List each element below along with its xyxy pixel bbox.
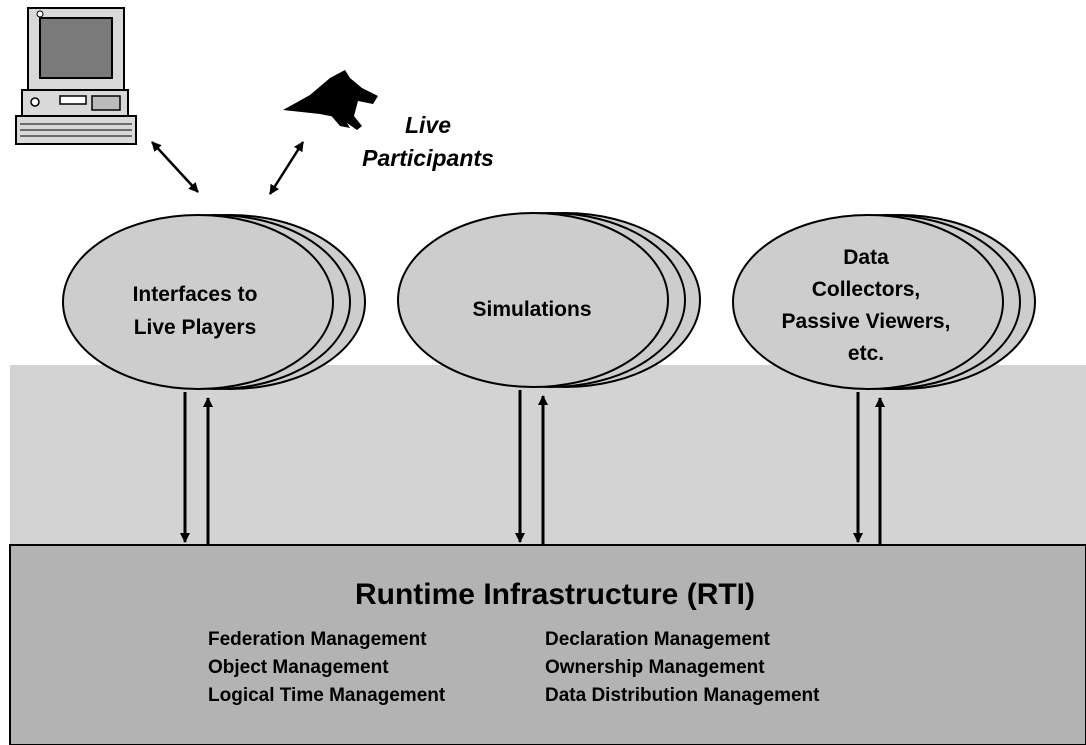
service-logical-time-management: Logical Time Management xyxy=(208,685,446,706)
rti-box: Runtime Infrastructure (RTI) Federation … xyxy=(9,544,1086,745)
federate-label-line: Simulations xyxy=(472,298,591,321)
federate-label-line: Live Players xyxy=(134,316,257,339)
federate-collectors: Data Collectors, Passive Viewers, etc. xyxy=(732,214,1036,390)
rti-connector-arrows xyxy=(180,390,885,545)
jet-aircraft-icon xyxy=(283,70,378,130)
federate-label-line: Data xyxy=(843,246,889,269)
computer-link-arrow xyxy=(151,141,199,193)
federate-label-line: Passive Viewers, xyxy=(782,310,951,333)
rti-title: Runtime Infrastructure (RTI) xyxy=(355,578,755,611)
service-declaration-management: Declaration Management xyxy=(545,629,771,650)
service-ownership-management: Ownership Management xyxy=(545,657,765,678)
live-participants-label-line1: Live xyxy=(405,112,451,138)
live-participant-arrows xyxy=(151,141,305,195)
computer-icon xyxy=(15,7,137,145)
shared-space-band xyxy=(10,365,1086,550)
live-participants-label-line2: Participants xyxy=(362,145,494,171)
federate-label-line: Collectors, xyxy=(812,278,921,301)
federate-label-line: Interfaces to xyxy=(133,283,258,306)
service-data-distribution-management: Data Distribution Management xyxy=(545,685,820,706)
service-object-management: Object Management xyxy=(208,657,389,678)
federate-label-line: etc. xyxy=(848,342,884,365)
aircraft-link-arrow xyxy=(268,141,305,195)
federate-simulations: Simulations xyxy=(397,212,701,388)
federate-interfaces: Interfaces to Live Players xyxy=(62,214,366,390)
service-federation-management: Federation Management xyxy=(208,629,427,650)
